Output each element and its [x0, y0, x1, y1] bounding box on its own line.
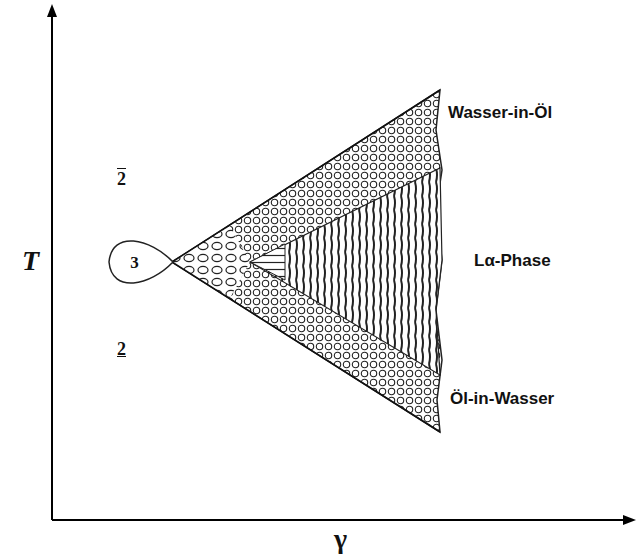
- fish-body: [172, 90, 442, 432]
- axis-label: γ: [334, 524, 347, 554]
- t-axis-arrow: [47, 4, 57, 17]
- region-label: 3: [130, 254, 139, 271]
- gamma-axis: [52, 519, 626, 521]
- phase-label: Wasser-in-Öl: [448, 104, 552, 123]
- phase-label: Lα-Phase: [474, 252, 551, 271]
- region-label: 2: [117, 170, 126, 190]
- region-label: 2: [117, 340, 126, 360]
- lamellar-tip: [250, 244, 285, 280]
- three-phase-loop: 3: [106, 228, 174, 296]
- lamellar-wedge: [250, 168, 442, 375]
- loop-outline: [106, 228, 174, 296]
- phase-label: Öl-in-Wasser: [450, 390, 554, 409]
- gamma-axis-arrow: [623, 515, 636, 525]
- axis-label: T: [22, 246, 39, 277]
- t-axis: [51, 14, 53, 520]
